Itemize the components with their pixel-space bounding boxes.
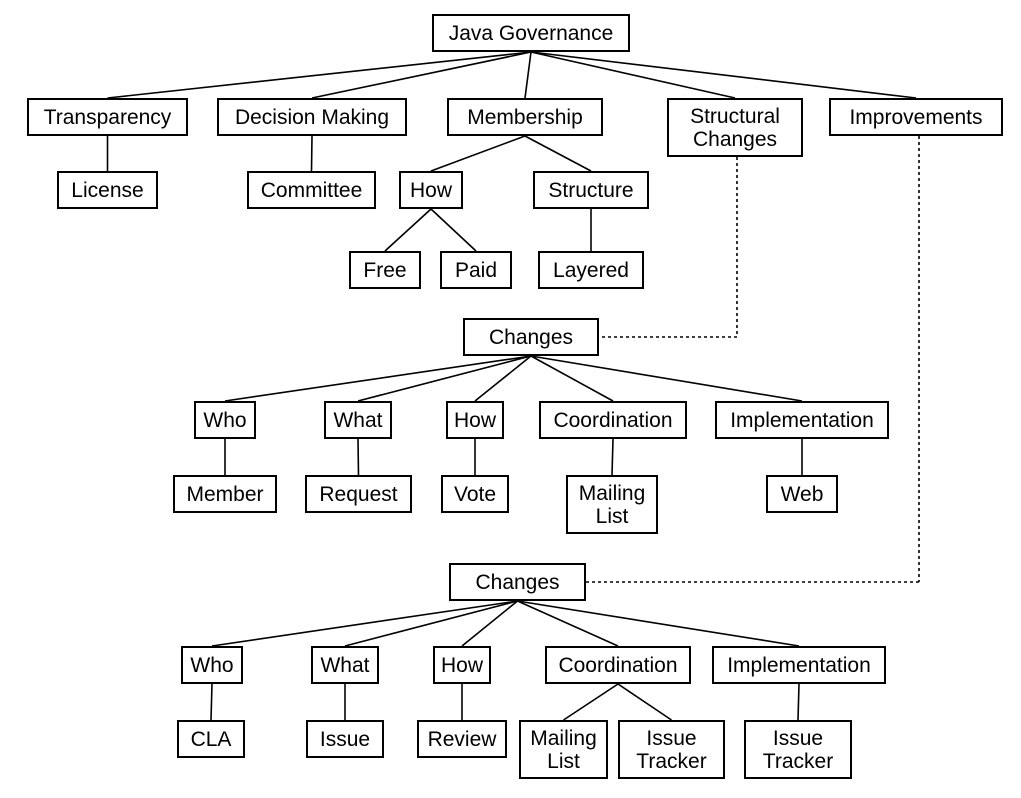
node-membership-free: Free: [349, 251, 421, 289]
node-sc-request: Request: [305, 475, 412, 513]
edge-sc_changes-sc_what: [357, 355, 532, 402]
node-structural-changes-changes: Changes: [463, 318, 599, 356]
edge-imp_who-imp_cla: [210, 683, 213, 721]
node-imp-what: What: [311, 646, 379, 684]
node-sc-implementation: Implementation: [715, 401, 889, 439]
edge-imp_changes-imp_what: [344, 600, 518, 647]
node-membership-paid: Paid: [440, 251, 512, 289]
edge-imp_implementation-imp_issue_tracker_impl: [797, 683, 800, 721]
edge-root-structural_changes: [530, 51, 736, 99]
edge-imp_changes-imp_who: [211, 600, 518, 647]
node-imp-who: Who: [181, 646, 243, 684]
node-imp-review: Review: [417, 720, 507, 758]
node-imp-issue: Issue: [306, 720, 384, 758]
node-java-governance: Java Governance: [432, 14, 630, 52]
node-improvements: Improvements: [829, 98, 1003, 136]
node-imp-issue-tracker-coordination: Issue Tracker: [618, 720, 725, 779]
node-imp-how: How: [433, 646, 491, 684]
edge-membership-membership_structure: [524, 135, 592, 172]
edge-imp_coordination-imp_mailing_list: [563, 683, 619, 721]
node-sc-web: Web: [766, 475, 838, 513]
edge-imp_coordination-imp_issue_tracker_coord: [617, 683, 672, 721]
edge-sc_changes-sc_how: [474, 355, 532, 402]
edge-sc_what-sc_request: [357, 438, 360, 476]
edge-sc_changes-sc_coordination: [530, 355, 614, 402]
node-sc-who: Who: [194, 401, 256, 439]
node-sc-mailing-list: Mailing List: [566, 475, 658, 534]
node-membership-structure: Structure: [533, 171, 649, 209]
node-structural-changes: Structural Changes: [667, 98, 803, 157]
node-sc-what: What: [324, 401, 392, 439]
edge-root-decision_making: [311, 51, 532, 99]
edge-membership_how-membership_free: [384, 208, 432, 252]
node-membership: Membership: [447, 98, 603, 136]
node-sc-coordination: Coordination: [539, 401, 687, 439]
edge-imp_changes-imp_implementation: [517, 600, 800, 647]
node-membership-layered: Layered: [538, 251, 644, 289]
node-sc-vote: Vote: [441, 475, 509, 513]
edge-imp_changes-imp_how: [461, 600, 519, 647]
node-membership-how: How: [399, 171, 463, 209]
node-imp-coordination: Coordination: [545, 646, 691, 684]
edge-sc_changes-sc_who: [224, 355, 532, 402]
edge-membership-membership_how: [430, 135, 526, 172]
edge-root-membership: [524, 51, 532, 99]
edge-sc_changes-sc_implementation: [530, 355, 803, 402]
edge-membership_how-membership_paid: [430, 208, 477, 252]
edge-decision_making-committee: [310, 135, 313, 172]
node-decision-making: Decision Making: [217, 98, 407, 136]
node-imp-issue-tracker-implementation: Issue Tracker: [744, 720, 852, 779]
edge-imp_changes-imp_coordination: [517, 600, 619, 647]
edge-root-transparency: [107, 51, 532, 99]
node-license: License: [57, 171, 158, 209]
edge-root-improvements: [530, 51, 917, 99]
node-committee: Committee: [247, 171, 376, 209]
node-sc-how: How: [446, 401, 504, 439]
node-imp-mailing-list: Mailing List: [519, 720, 608, 779]
edge-sc_coordination-sc_mailing_list: [611, 438, 614, 476]
node-imp-cla: CLA: [177, 720, 245, 758]
node-imp-implementation: Implementation: [712, 646, 886, 684]
node-sc-member: Member: [173, 475, 277, 513]
node-improvements-changes: Changes: [449, 563, 586, 601]
node-transparency: Transparency: [27, 98, 188, 136]
